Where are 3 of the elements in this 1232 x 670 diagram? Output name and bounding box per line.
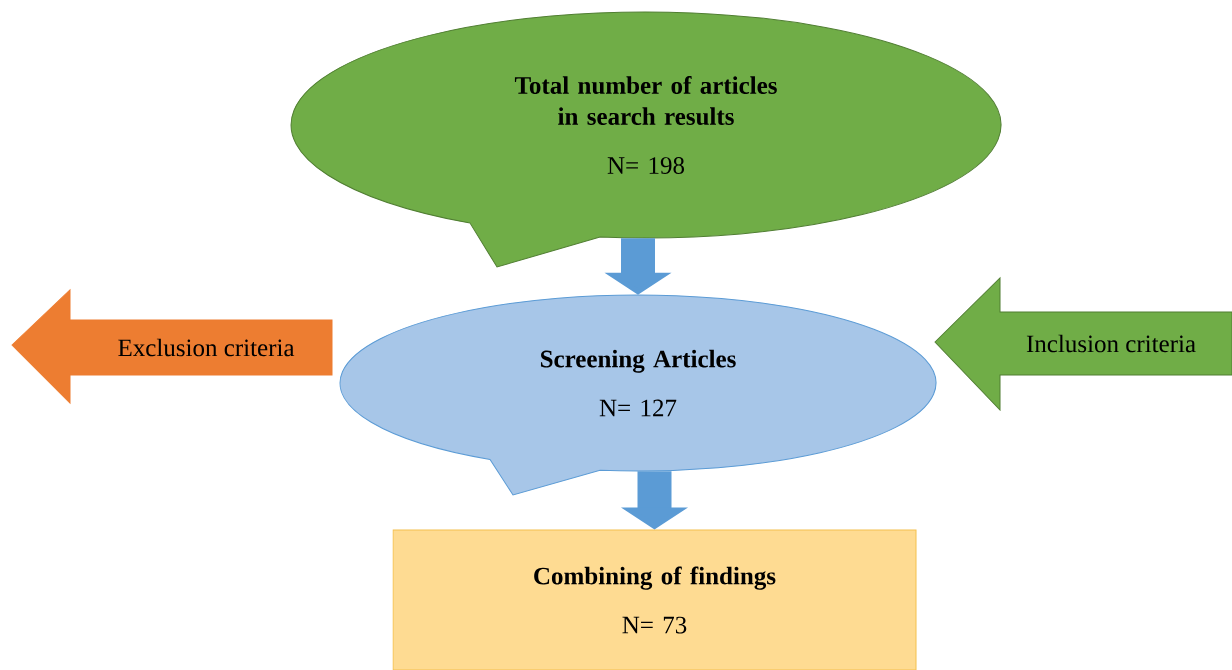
speech-bubble: Screening Articles N= 127 (339, 294, 937, 496)
speech-bubble: Total number of articles in search results N= 198 (290, 11, 1002, 268)
process-box: Combining of findings N= 73 (392, 529, 917, 670)
